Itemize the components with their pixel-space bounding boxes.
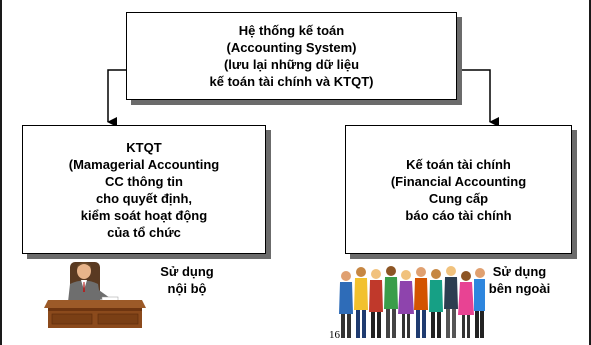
internal-use-line: nội bộ (167, 281, 207, 296)
top-box-line: kế toán tài chính và KTQT) (209, 74, 374, 89)
internal-use-line: Sử dụng (160, 264, 214, 279)
accounting-system-box: Hệ thống kế toán (Accounting System) (lư… (126, 12, 457, 100)
external-use-label: Sử dụng bên ngoài (482, 263, 557, 297)
left-box-line: KTQT (126, 139, 162, 155)
manager-at-desk-icon (44, 262, 146, 328)
left-box-line: của tổ chức (107, 224, 181, 240)
internal-use-label: Sử dụng nội bộ (147, 263, 227, 297)
left-box-line: cho quyết định, (95, 190, 193, 206)
right-box-line: báo cáo tài chính (405, 207, 512, 223)
people-group-icon (339, 266, 485, 338)
right-box-line: Cung cấp (428, 190, 489, 206)
arrow-to-managerial (107, 69, 126, 127)
right-box-line: Kế toán tài chính (406, 156, 511, 172)
left-box-line: CC thông tin (105, 173, 183, 189)
top-box-line: (Accounting System) (226, 40, 357, 55)
left-box-line: kiểm soát hoạt động (80, 207, 208, 223)
page-number: 16 (329, 329, 340, 341)
top-box-line: (lưu lại những dữ liệu (223, 57, 360, 72)
right-box-line: (Financial Accounting (390, 173, 527, 189)
managerial-accounting-box: KTQT (Mamagerial Accounting CC thông tin… (22, 125, 266, 254)
arrow-to-financial (457, 69, 499, 127)
external-use-line: bên ngoài (488, 281, 551, 296)
top-box-line: Hệ thống kế toán (238, 23, 345, 38)
left-box-line: (Mamagerial Accounting (68, 156, 220, 172)
financial-accounting-box: Kế toán tài chính (Financial Accounting … (345, 125, 572, 254)
external-use-line: Sử dụng (492, 264, 547, 279)
